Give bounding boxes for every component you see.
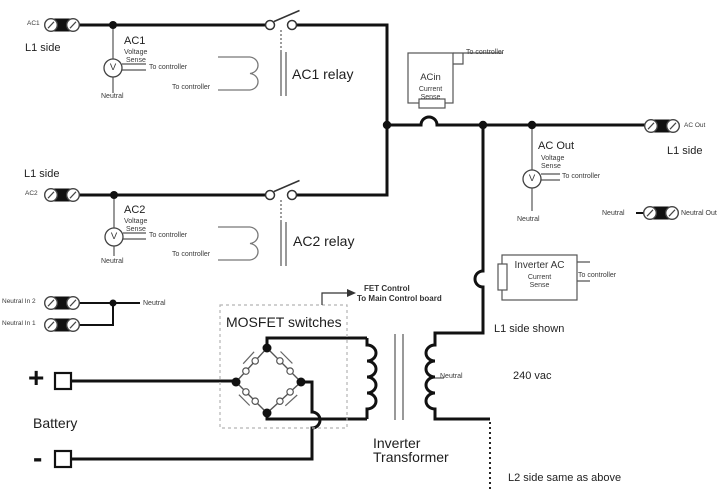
acin-sense-label: Sense (420, 94, 441, 101)
battery-label: Battery (33, 415, 78, 431)
neutral-in-bus-label: Neutral (143, 300, 166, 307)
acin-current-sensor (407, 52, 454, 109)
ac1-relay-coil (218, 30, 287, 96)
ac1-relay-to-controller-label: To controller (172, 84, 211, 91)
ac2-relay-to-controller-label: To controller (172, 251, 211, 258)
fet-control-label-line2: To Main Control board (357, 294, 442, 303)
inverter-ac-sense-label: Sense (529, 282, 550, 289)
acin-shunt-resistor (418, 98, 446, 109)
neutral-in2-terminal-icon (44, 295, 81, 311)
power-wiring (71, 23, 648, 461)
ac1-terminal-tag: AC1 (27, 20, 40, 27)
fet-control-label-line1: FET Control (364, 284, 410, 293)
ac2-voltmeter-icon (104, 227, 124, 247)
ac1-relay-label: AC1 relay (292, 66, 354, 82)
sense-wiring (112, 27, 590, 379)
neutral-out-terminal-tag: Neutral Out (681, 210, 717, 217)
ac1-l1-side-label: L1 side (25, 42, 61, 54)
acin-to-controller-label: To controller (466, 49, 505, 56)
ac1-voltmeter-letter: V (109, 62, 117, 73)
battery-plus-stud (53, 371, 73, 391)
ac2-terminal-icon (44, 187, 81, 203)
ac2-switched-wire (296, 125, 389, 197)
inverter-ac-current-label: Current (527, 274, 552, 281)
main-output-wire (387, 115, 648, 127)
ac-out-neutral-label: Neutral (517, 216, 540, 223)
acin-title: ACin (420, 72, 441, 83)
ac2-voltage-label: Voltage (124, 218, 148, 225)
battery-plus-sign: + (28, 362, 45, 393)
mosfet-gate-lines (238, 351, 298, 407)
ac1-switched-wire (296, 23, 389, 125)
ac2-sense-title: AC2 (124, 204, 146, 216)
neutral-out-terminal-icon (643, 205, 679, 221)
ac2-relay-coil (218, 200, 287, 266)
ac-out-sense-title: AC Out (538, 140, 575, 152)
inverter-ac-shunt-resistor (497, 263, 508, 291)
ac1-neutral-label: Neutral (101, 93, 124, 100)
neutral-in2-tag: Neutral In 2 (2, 298, 36, 305)
inverter-ac-sense-leads (577, 261, 590, 282)
ac1-voltage-sense-leads (112, 27, 146, 93)
fet-control-arrow (321, 289, 356, 305)
inverter-transformer-label-line2: Transformer (373, 449, 449, 465)
vac-240-note: 240 vac (513, 370, 552, 382)
acin-current-label: Current (418, 86, 443, 93)
ac2-to-controller-label: To controller (149, 232, 188, 239)
ac-out-sense-label: Sense (541, 163, 561, 170)
ac1-to-controller-label: To controller (149, 64, 188, 71)
ac-out-l1-side-label: L1 side (667, 145, 703, 157)
ac2-l1-side-label: L1 side (24, 168, 60, 180)
ac2-voltage-sense-leads (113, 197, 146, 256)
ac-out-voltage-label: Voltage (541, 155, 565, 162)
ac-out-terminal-tag: AC Out (684, 122, 706, 129)
ac2-sense-label: Sense (126, 226, 146, 233)
ac-out-terminal-icon (644, 118, 680, 134)
arrowhead-icon (347, 289, 356, 297)
mosfet-dashed-box (219, 304, 348, 429)
l1-side-shown-note: L1 side shown (494, 323, 565, 335)
neutral-in1-wire (78, 305, 114, 326)
ac1-sense-title: AC1 (124, 35, 146, 47)
inverter-ac-to-controller-label: To controller (578, 272, 617, 279)
ac1-sense-label: Sense (126, 57, 146, 64)
transformer-primary-coil (365, 338, 378, 419)
acin-sense-leads (453, 52, 503, 65)
ac1-relay-switch (264, 9, 300, 31)
acout-voltage-sense-leads (531, 127, 560, 211)
junction-dots (109, 21, 537, 418)
bridge-top-wire (265, 336, 367, 350)
inverter-ac-current-sensor (497, 254, 578, 301)
neutral-in1-tag: Neutral In 1 (2, 320, 36, 327)
ac1-voltage-label: Voltage (124, 49, 148, 56)
transformer-secondary-coil (424, 127, 490, 421)
mosfet-contacts (242, 357, 294, 406)
ac-out-voltmeter-letter: V (528, 173, 536, 184)
battery-minus-stud (53, 449, 73, 469)
ac1-voltmeter-icon (103, 58, 123, 78)
mosfet-switches-title: MOSFET switches (226, 314, 342, 330)
ac2-voltmeter-letter: V (110, 231, 118, 242)
l2-side-note: L2 side same as above (508, 472, 622, 484)
ac2-neutral-label: Neutral (101, 258, 124, 265)
battery-minus-sign: - (33, 442, 43, 473)
neutral-out-wire-label: Neutral (602, 210, 625, 217)
ac2-terminal-tag: AC2 (25, 190, 38, 197)
ac1-terminal-icon (44, 17, 81, 33)
acout-voltmeter-icon (522, 169, 542, 189)
mosfet-bridge (235, 346, 303, 414)
transformer-neutral-label: Neutral (440, 373, 463, 380)
inverter-ac-title: Inverter AC (514, 260, 565, 271)
ac2-relay-switch (264, 179, 300, 201)
ac2-relay-label: AC2 relay (293, 233, 355, 249)
ac-out-to-controller-label: To controller (562, 173, 601, 180)
neutral-in1-terminal-icon (44, 317, 81, 333)
inverter-transformer-label-line1: Inverter (373, 435, 421, 451)
